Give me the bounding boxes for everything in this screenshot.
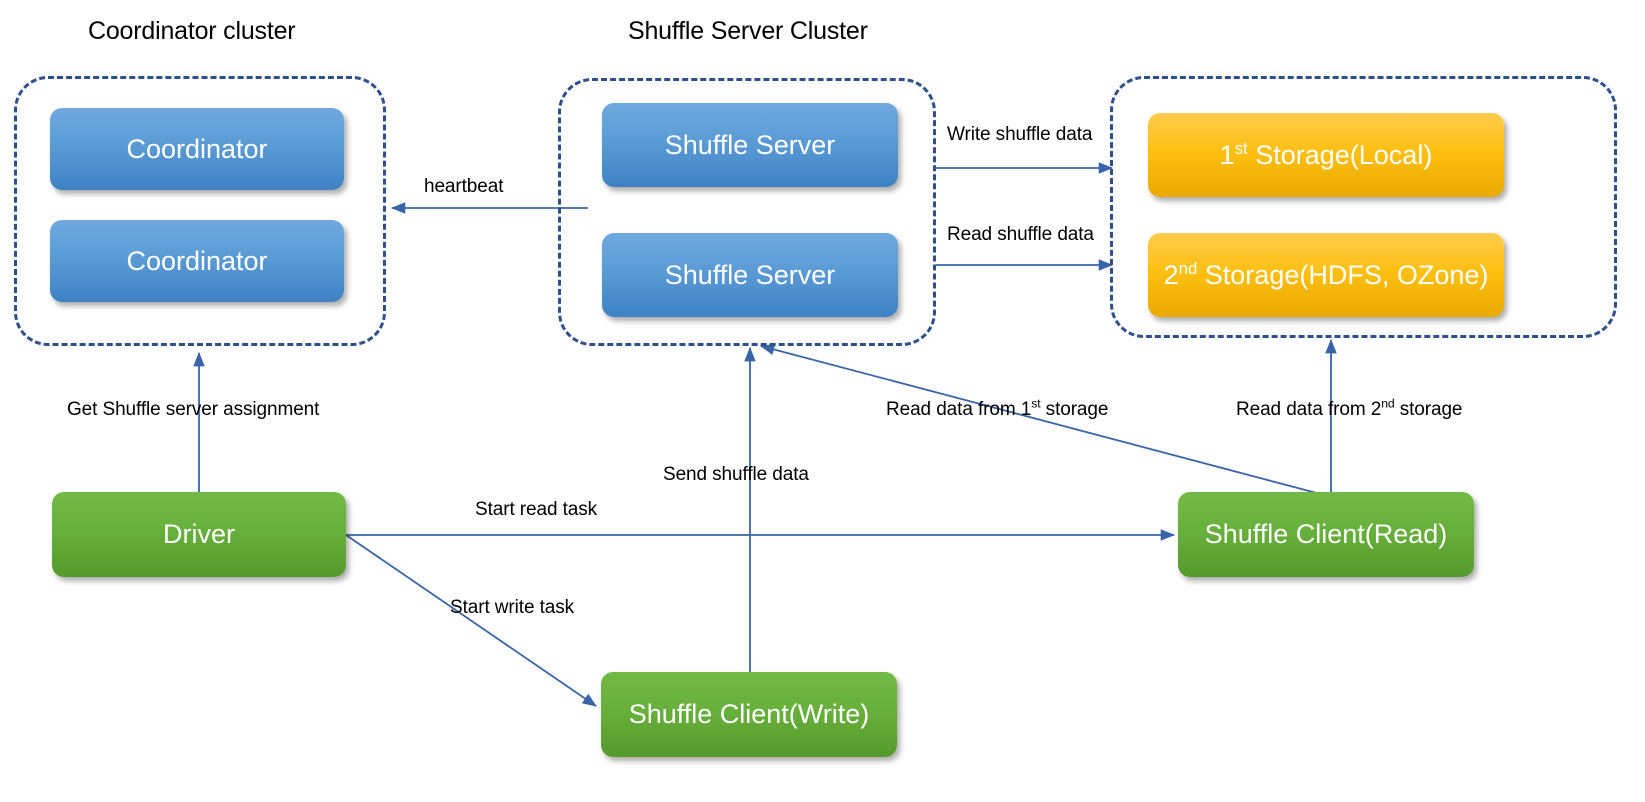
edge-label-read-data-from-1st-storage: Read data from 1st storage (886, 396, 1109, 421)
storage-cluster-container (1110, 76, 1617, 338)
read-2nd-prefix: Read data from 2 (1236, 399, 1382, 420)
driver-node-label: Driver (163, 519, 235, 549)
edge-label-send-shuffle-data: Send shuffle data (663, 464, 809, 485)
coordinator-node-1-label: Coordinator (126, 133, 268, 164)
shuffle-server-node-2[interactable]: Shuffle Server (602, 233, 898, 317)
edge-label-get-shuffle-server-assignment: Get Shuffle server assignment (67, 399, 320, 420)
edge-label-start-write-task: Start write task (450, 597, 575, 618)
edge-label-write-shuffle-data: Write shuffle data (947, 124, 1093, 145)
edge-read-data-from-1st-storage (759, 343, 1329, 497)
coordinator-cluster-container (14, 76, 386, 346)
storage-node-1-prefix: 1 (1219, 139, 1235, 170)
coordinator-node-2-label: Coordinator (126, 245, 268, 276)
read-1st-suffix: storage (1040, 399, 1109, 420)
storage-node-1[interactable]: 1st Storage(Local) (1148, 113, 1504, 197)
edge-label-read-shuffle-data: Read shuffle data (947, 224, 1094, 245)
shuffle-client-write-node[interactable]: Shuffle Client(Write) (601, 672, 897, 757)
shuffle-server-cluster-container (558, 78, 936, 346)
edge-label-start-read-task: Start read task (475, 499, 598, 520)
storage-node-1-label: 1st Storage(Local) (1220, 140, 1433, 171)
shuffle-server-node-1-label: Shuffle Server (664, 129, 836, 160)
read-2nd-ordinal: nd (1381, 396, 1395, 411)
storage-node-1-ordinal: st (1234, 138, 1248, 158)
coordinator-node-2[interactable]: Coordinator (50, 220, 344, 302)
storage-node-1-suffix: Storage(Local) (1247, 139, 1433, 170)
shuffle-client-read-node[interactable]: Shuffle Client(Read) (1178, 492, 1474, 577)
edge-start-write-task (345, 534, 597, 707)
shuffle-server-cluster-title: Shuffle Server Cluster (628, 17, 868, 45)
storage-node-2[interactable]: 2nd Storage(HDFS, OZone) (1148, 233, 1504, 317)
read-1st-prefix: Read data from 1 (886, 399, 1032, 420)
read-1st-ordinal: st (1031, 396, 1041, 411)
storage-node-2-suffix: Storage(HDFS, OZone) (1197, 259, 1489, 290)
shuffle-server-node-1[interactable]: Shuffle Server (602, 103, 898, 187)
shuffle-server-node-2-label: Shuffle Server (664, 259, 836, 290)
coordinator-cluster-title: Coordinator cluster (88, 17, 296, 45)
read-2nd-suffix: storage (1394, 399, 1463, 420)
storage-node-2-prefix: 2 (1163, 259, 1179, 290)
coordinator-node-1[interactable]: Coordinator (50, 108, 344, 190)
edge-label-read-data-from-2nd-storage: Read data from 2nd storage (1236, 396, 1463, 421)
storage-node-2-label: 2nd Storage(HDFS, OZone) (1164, 260, 1489, 291)
shuffle-client-read-node-label: Shuffle Client(Read) (1204, 519, 1448, 549)
shuffle-client-write-node-label: Shuffle Client(Write) (628, 699, 870, 729)
storage-node-2-ordinal: nd (1178, 258, 1198, 278)
driver-node[interactable]: Driver (52, 492, 346, 577)
edge-label-heartbeat: heartbeat (424, 176, 504, 197)
